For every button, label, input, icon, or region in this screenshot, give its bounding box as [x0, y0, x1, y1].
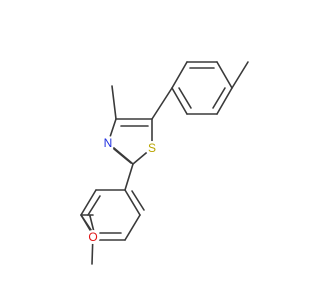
- methoxy-o-c-bond: [80, 214, 94, 234]
- atom-oxygen: O: [86, 230, 100, 244]
- molecule-structure: N S O: [80, 61, 249, 265]
- sulfur-label: S: [148, 141, 156, 155]
- bond: [216, 87, 233, 115]
- atom-sulfur: S: [145, 141, 159, 155]
- bond: [171, 87, 188, 115]
- bond: [80, 189, 97, 216]
- bond: [178, 87, 192, 109]
- nitrogen-label: N: [104, 136, 113, 150]
- bond: [171, 61, 188, 89]
- bond: [124, 163, 134, 191]
- bond: [216, 61, 233, 89]
- thiazole-ring: [107, 85, 173, 165]
- molecule-canvas: N S O: [80, 61, 249, 265]
- atom-nitrogen: N: [101, 136, 115, 150]
- bond: [131, 190, 145, 211]
- oxygen-label: O: [88, 230, 97, 244]
- bond: [87, 195, 101, 216]
- bond: [212, 87, 226, 109]
- bond: [124, 214, 141, 241]
- bond: [124, 189, 141, 216]
- bond: [151, 87, 173, 120]
- methyl-bond: [111, 85, 117, 120]
- methyl-bond: [231, 61, 249, 89]
- bond: [113, 148, 132, 164]
- tolyl-ring: [171, 61, 249, 115]
